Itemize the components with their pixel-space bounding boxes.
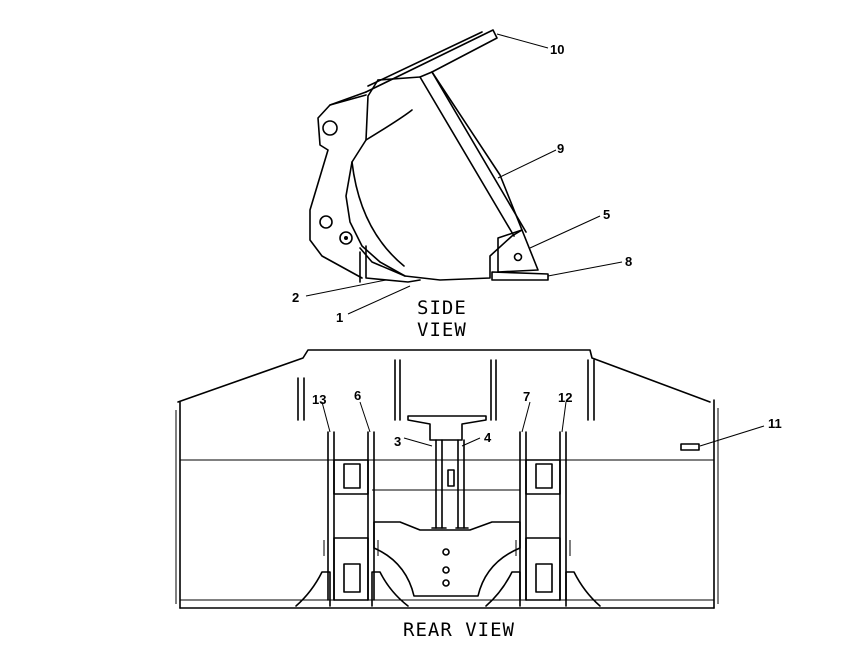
callout-2: 2 [292, 290, 299, 305]
side-view-title-line2: VIEW [417, 319, 467, 341]
top-slot-1 [297, 377, 305, 421]
base-plate [365, 245, 421, 283]
left-hitch [295, 431, 409, 607]
callout-4: 4 [484, 430, 492, 445]
pin-hole-upper [322, 120, 338, 136]
bucket-top-edge [177, 349, 711, 403]
spill-guard [365, 29, 498, 93]
rear-view-title: REAR VIEW [403, 619, 515, 641]
callout-6: 6 [354, 388, 361, 403]
callout-11: 11 [768, 416, 782, 431]
callout-12: 12 [558, 390, 572, 405]
callout-1: 1 [336, 310, 343, 325]
side-tag [680, 443, 700, 451]
callout-5: 5 [603, 207, 610, 222]
leader-lines [305, 33, 765, 447]
right-hitch [485, 431, 601, 607]
center-lower-plate [373, 521, 521, 597]
callout-9: 9 [557, 141, 564, 156]
side-view-title: SIDE [417, 297, 467, 319]
side-view-drawing [309, 29, 549, 283]
center-top-bracket [407, 415, 487, 441]
end-bit [497, 229, 539, 273]
callout-3: 3 [394, 434, 401, 449]
callout-8: 8 [625, 254, 632, 269]
edge-plate [491, 271, 549, 281]
callout-10: 10 [550, 42, 564, 57]
top-slot-3 [490, 359, 497, 421]
side-cutting-edge [419, 76, 515, 237]
callout-13: 13 [312, 392, 326, 407]
callout-7: 7 [523, 389, 530, 404]
pin-hole-small [339, 231, 353, 245]
top-slot-4 [587, 359, 595, 421]
pin-hole-lower [319, 215, 333, 229]
mounting-bracket [309, 91, 367, 279]
rear-view-drawing [175, 349, 719, 609]
top-slot-2 [394, 359, 401, 421]
